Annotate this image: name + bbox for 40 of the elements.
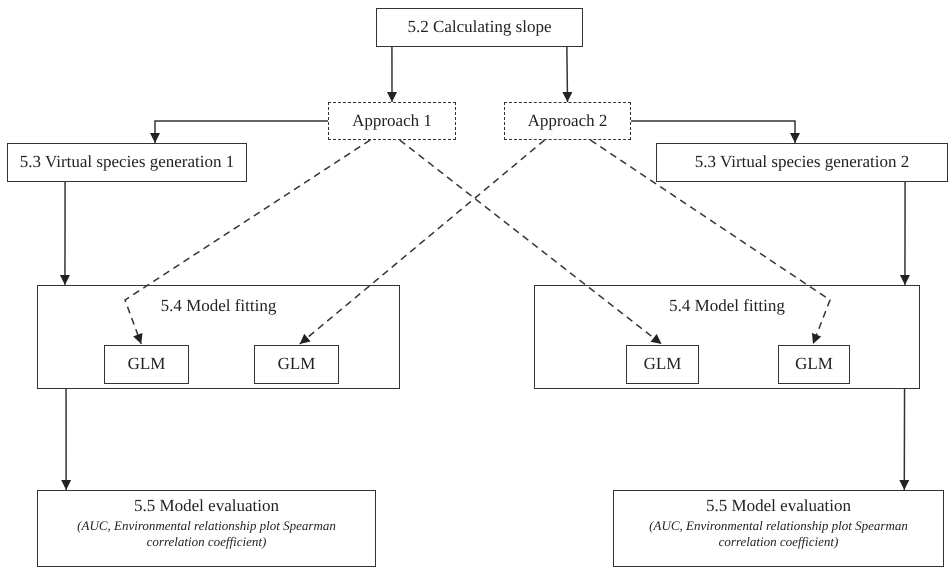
arrow bbox=[124, 139, 371, 344]
model-box bbox=[778, 345, 850, 384]
arrow bbox=[562, 47, 572, 102]
node-note: (AUC, Environmental relationship plot Spearman correlation coefficient) bbox=[648, 518, 909, 550]
process-box bbox=[534, 285, 920, 389]
node-note: (AUC, Environmental relationship plot Spearman correlation coefficient) bbox=[76, 518, 337, 550]
approach-box bbox=[328, 102, 456, 140]
arrow bbox=[399, 139, 662, 345]
approach-box bbox=[504, 102, 631, 140]
node-title: GLM bbox=[276, 354, 316, 374]
node-title: Approach 2 bbox=[526, 111, 608, 131]
arrow bbox=[299, 139, 546, 345]
node-title: 5.5 Model evaluation bbox=[133, 496, 280, 516]
process-box bbox=[7, 143, 247, 182]
node-title: GLM bbox=[642, 354, 682, 374]
process-box bbox=[376, 8, 583, 47]
node-title: GLM bbox=[794, 354, 834, 374]
arrow bbox=[150, 120, 328, 143]
arrow bbox=[631, 120, 800, 143]
arrow bbox=[590, 139, 831, 344]
arrow bbox=[60, 182, 70, 285]
arrow bbox=[387, 47, 397, 102]
arrow bbox=[61, 389, 72, 490]
model-box bbox=[104, 345, 189, 384]
node-title: 5.3 Virtual species generation 1 bbox=[18, 152, 236, 172]
node-title: 5.4 Model fitting bbox=[160, 296, 278, 316]
process-box bbox=[656, 143, 948, 182]
node-title: 5.5 Model evaluation bbox=[705, 496, 852, 516]
node-title: GLM bbox=[126, 354, 166, 374]
node-title: Approach 1 bbox=[351, 111, 433, 131]
arrow bbox=[900, 182, 910, 285]
arrow bbox=[899, 389, 910, 490]
process-box bbox=[37, 490, 376, 567]
model-box bbox=[254, 345, 339, 384]
process-box bbox=[37, 285, 400, 389]
node-title: 5.3 Virtual species generation 2 bbox=[694, 152, 910, 172]
model-box bbox=[626, 345, 699, 384]
node-title: 5.4 Model fitting bbox=[668, 296, 786, 316]
process-box bbox=[613, 490, 944, 567]
node-title: 5.2 Calculating slope bbox=[406, 17, 552, 37]
